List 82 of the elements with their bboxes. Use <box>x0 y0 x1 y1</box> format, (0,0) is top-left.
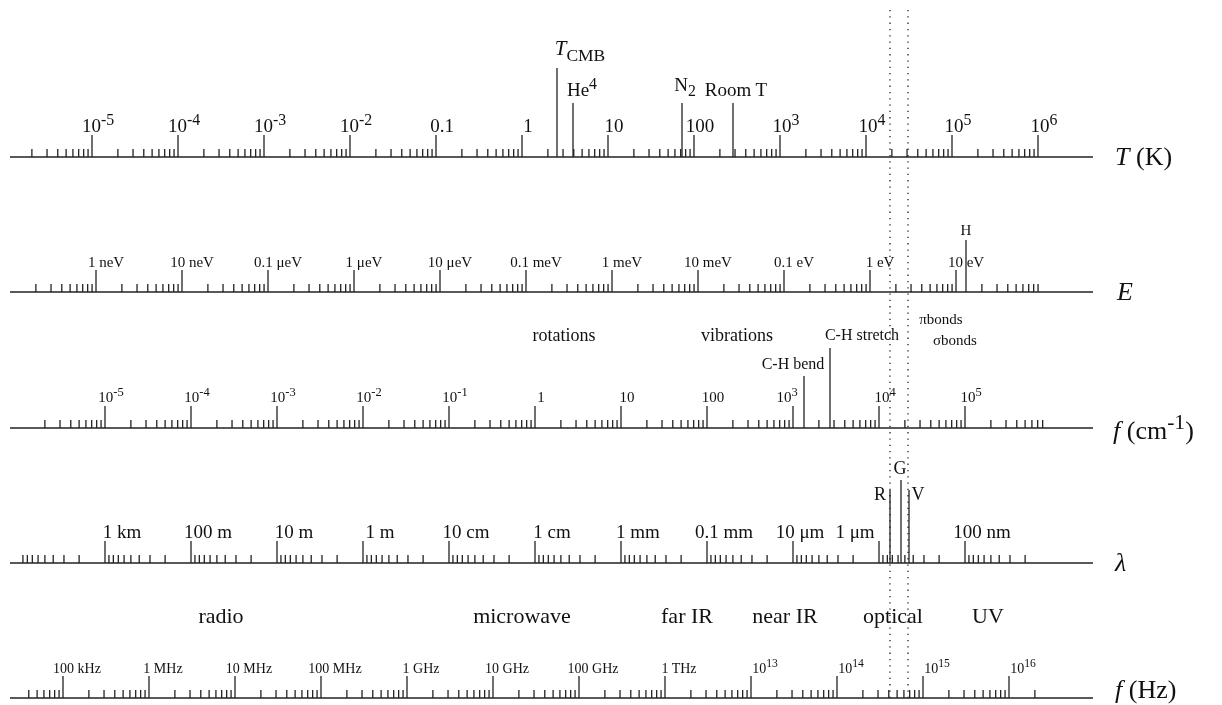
tick-label: 1 meV <box>601 255 643 270</box>
tick-label: 1 eV <box>865 255 895 270</box>
tick-label: 1 <box>523 116 533 135</box>
tick-label: 10$^{4}$ <box>858 111 886 135</box>
tick-label: 10$^{-2}$ <box>339 111 373 135</box>
tick-label: 10 cm <box>442 522 490 541</box>
tick-label: 100 m <box>184 522 232 541</box>
tick-label: 1 cm <box>533 522 571 541</box>
tick-label: 10$^{-1}$ <box>442 386 468 405</box>
tick-label: 0.1 mm <box>694 522 754 541</box>
tick-label: 10 GHz <box>485 662 529 676</box>
band-label: far IR <box>661 605 713 627</box>
tick-label: 1 neV <box>87 255 125 270</box>
tick-label: 100 GHz <box>567 662 619 676</box>
tick-label: 0.1 <box>430 116 454 135</box>
band-label: near IR <box>752 605 818 627</box>
tick-label: 10$^{5}$ <box>944 111 972 135</box>
tick-label: 1 μm <box>835 522 875 541</box>
tick-label: 10 neV <box>170 255 214 270</box>
tick-label: 100 nm <box>953 522 1011 541</box>
axis-title: f (Hz) <box>1115 677 1177 703</box>
tick-label: 100 <box>701 390 725 405</box>
marker-label: H <box>960 223 972 238</box>
tick-label: 1 μeV <box>345 255 383 270</box>
tick-label: 10 <box>604 116 624 135</box>
marker-label: N$_{2}$ <box>674 75 696 99</box>
tick-label: 1 m <box>365 522 395 541</box>
tick-label: 0.1 meV <box>510 255 562 270</box>
tick-label: 1 MHz <box>143 662 183 676</box>
annotation-text: rotations <box>532 326 596 344</box>
tick-label: 10$^{-5}$ <box>81 111 115 135</box>
band-label: optical <box>863 605 923 627</box>
marker-label: G <box>893 459 907 477</box>
tick-label: 10 μm <box>775 522 825 541</box>
tick-label: 10$^{-2}$ <box>356 386 382 405</box>
tick-label: 10 MHz <box>225 662 273 676</box>
tick-label: 10$^{-4}$ <box>184 386 210 405</box>
annotation-text: C-H bend <box>761 356 825 372</box>
tick-label: 1 GHz <box>402 662 440 676</box>
annotation-text: σbonds <box>933 333 977 348</box>
band-label: radio <box>198 605 244 627</box>
band-label: microwave <box>473 605 571 627</box>
tick-label: 10$^{-5}$ <box>98 386 124 405</box>
tick-label: 10$^{14}$ <box>838 658 864 676</box>
annotation-text: πbonds <box>919 312 963 327</box>
marker-label: R <box>874 485 886 503</box>
annotation-text: vibrations <box>701 326 773 344</box>
tick-label: 10 meV <box>684 255 732 270</box>
axis-title: T (K) <box>1115 144 1173 170</box>
tick-label: 10$^{-3}$ <box>253 111 287 135</box>
tick-label: 10$^{13}$ <box>752 658 778 676</box>
tick-label: 1 km <box>102 522 142 541</box>
tick-label: 1 mm <box>616 522 660 541</box>
tick-label: 100 kHz <box>53 662 101 676</box>
tick-label: 0.1 μeV <box>254 255 302 270</box>
band-label: UV <box>972 605 1004 627</box>
tick-label: 10$^{-3}$ <box>270 386 296 405</box>
tick-label: 10$^{3}$ <box>776 386 798 405</box>
tick-label: 10$^{15}$ <box>924 658 950 676</box>
axis-title: E <box>1117 279 1133 305</box>
tick-label: 1 THz <box>661 662 697 676</box>
tick-label: 10 m <box>274 522 314 541</box>
tick-label: 10 eV <box>947 255 985 270</box>
annotation-text: C-H stretch <box>824 327 900 343</box>
tick-label: 10$^{3}$ <box>772 111 800 135</box>
tick-label: 0.1 eV <box>774 255 814 270</box>
marker-label: He$^{4}$ <box>566 75 598 99</box>
tick-label: 100 MHz <box>308 662 362 676</box>
marker-label: T$_{CMB}$ <box>554 38 606 64</box>
tick-label: 10$^{4}$ <box>874 386 896 405</box>
tick-label: 10$^{16}$ <box>1010 658 1036 676</box>
tick-label: 10$^{6}$ <box>1030 111 1058 135</box>
tick-label: 10$^{-4}$ <box>167 111 201 135</box>
marker-label: V <box>911 485 925 503</box>
marker-label: Room T <box>704 80 768 99</box>
axis-title: λ <box>1115 550 1127 576</box>
tick-label: 100 <box>685 116 715 135</box>
tick-label: 10$^{5}$ <box>960 386 982 405</box>
tick-label: 10 <box>619 390 635 405</box>
tick-label: 10 μeV <box>427 255 473 270</box>
axis-title: f (cm$^{-1}$) <box>1113 412 1194 444</box>
tick-label: 1 <box>537 390 545 405</box>
